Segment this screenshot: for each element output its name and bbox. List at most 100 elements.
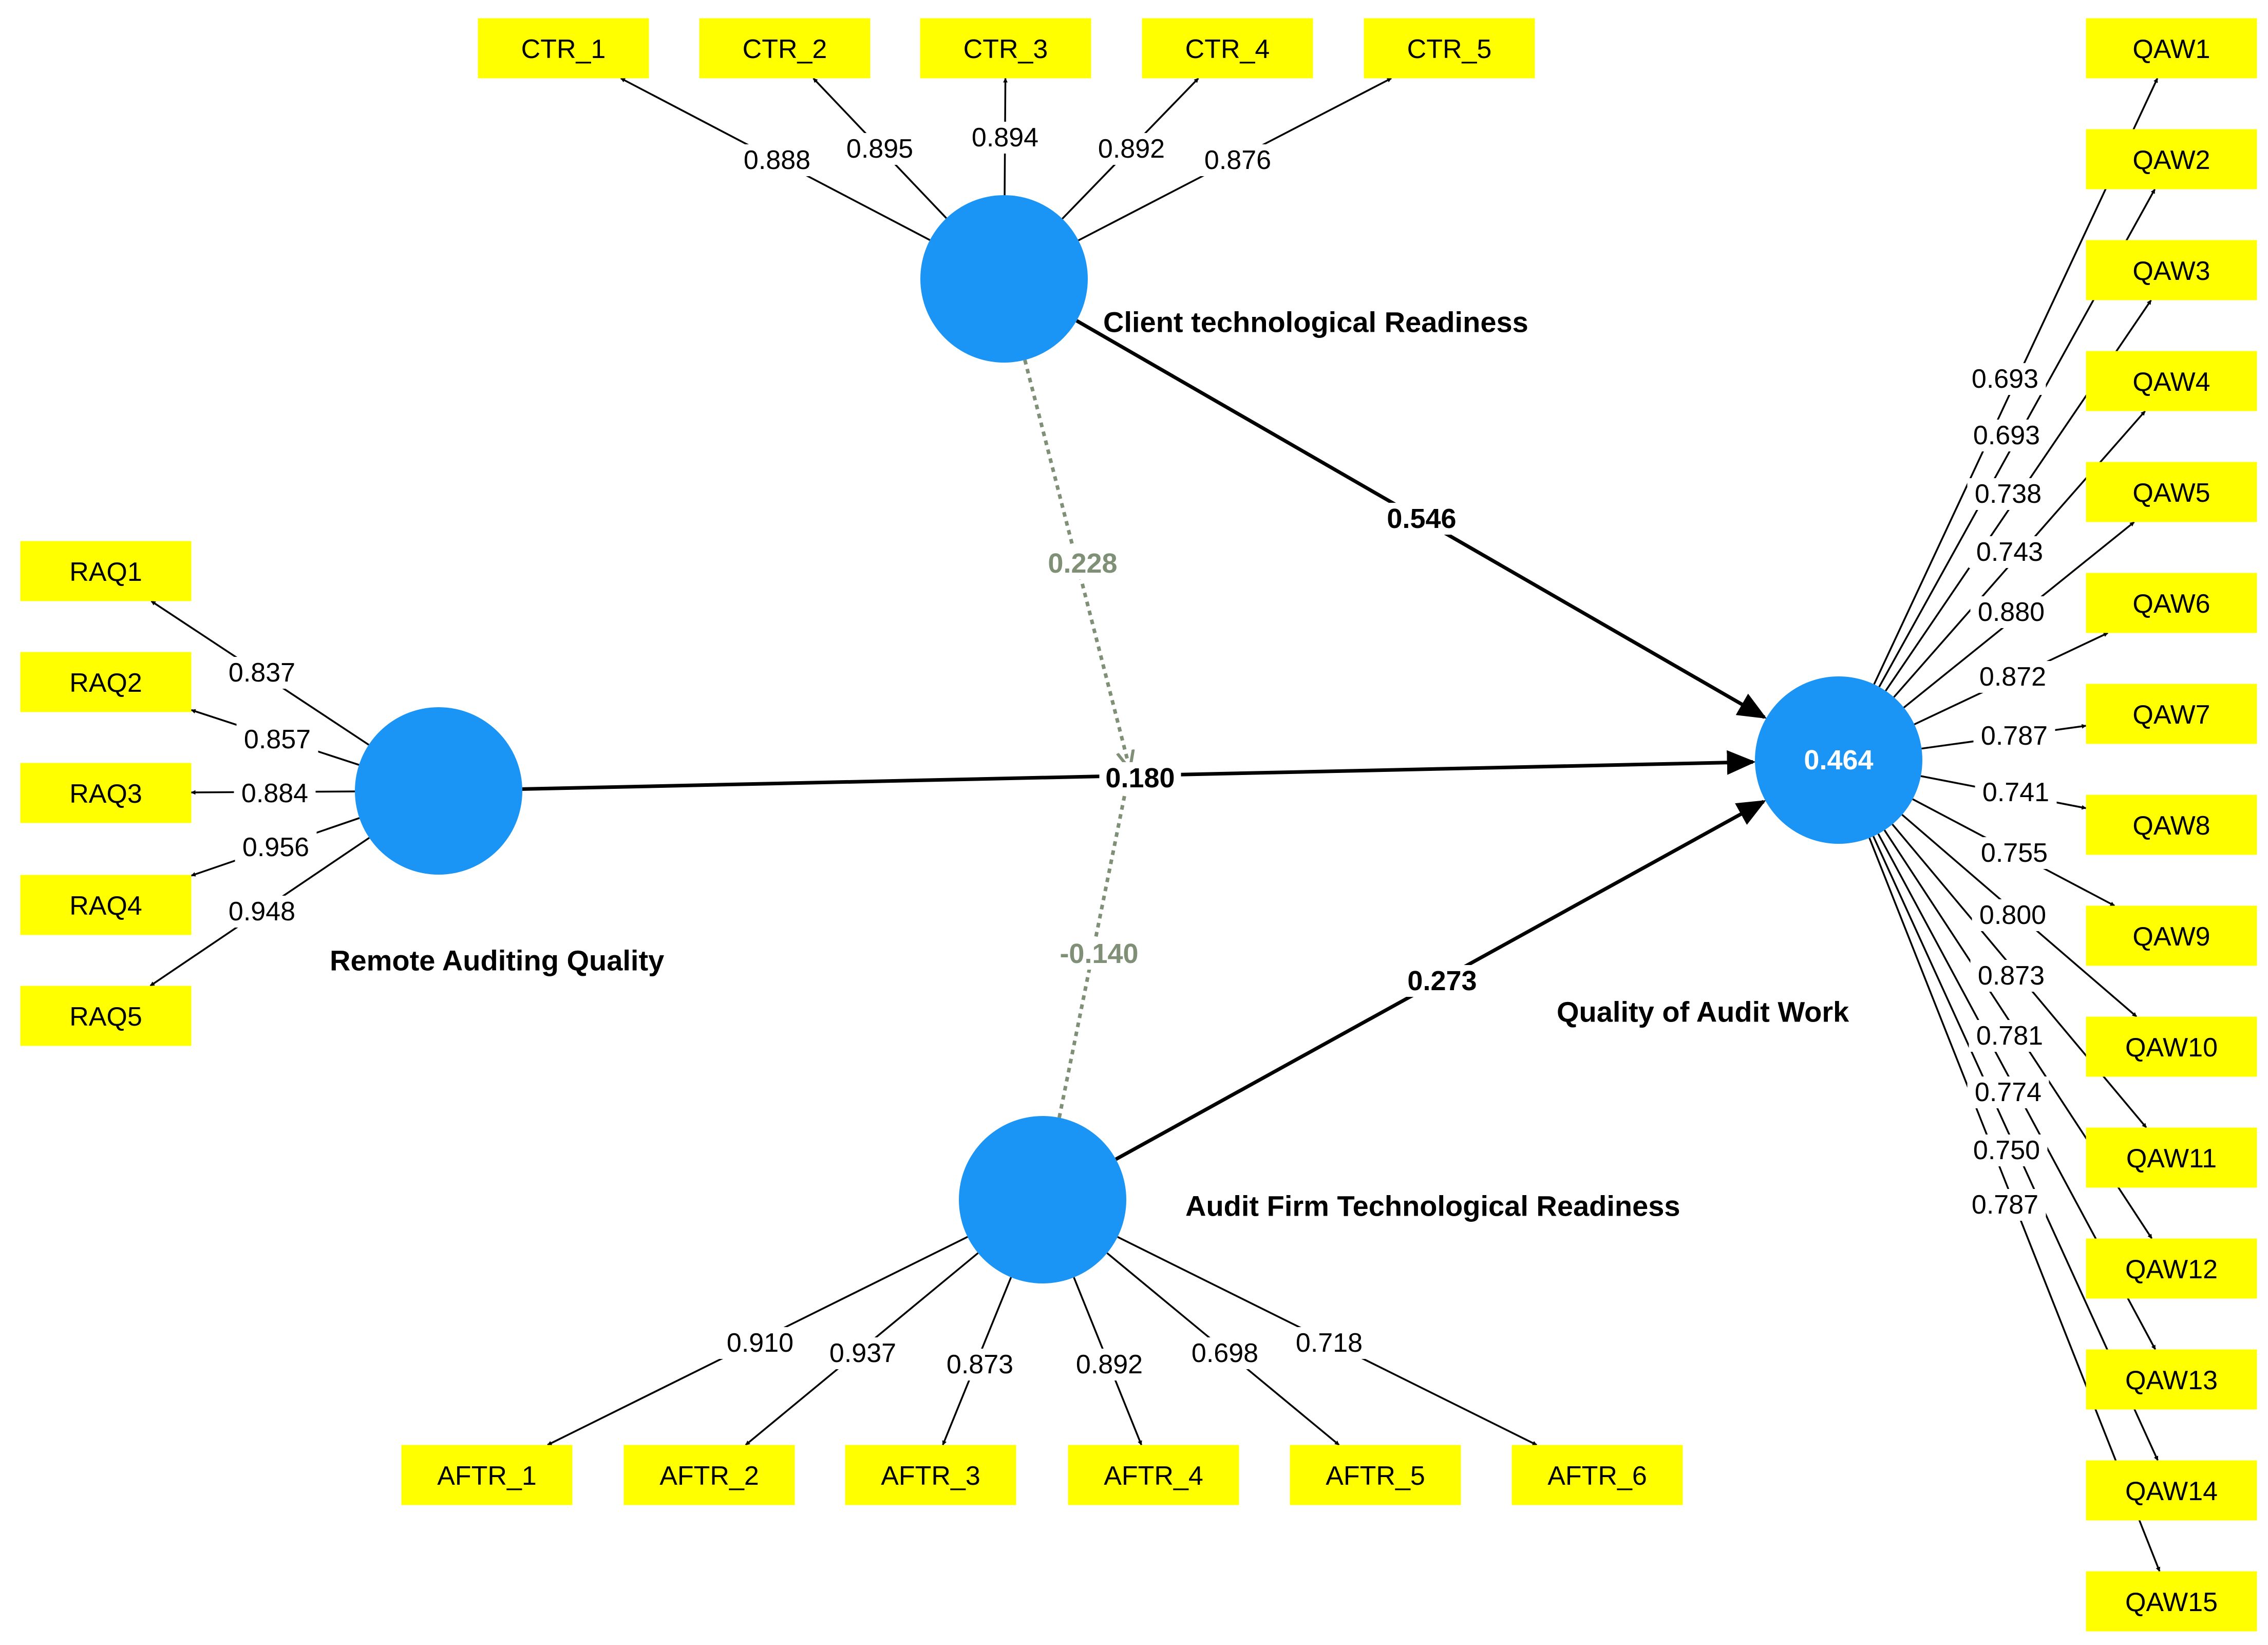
- indicator-label: AFTR_6: [1547, 1461, 1647, 1491]
- indicator-label: AFTR_4: [1104, 1461, 1203, 1491]
- loading-value: 0.718: [1288, 1327, 1370, 1359]
- indicator-label: QAW10: [2125, 1033, 2218, 1063]
- indicator-label: CTR_3: [963, 34, 1048, 64]
- loading-value-bg: [1965, 1135, 2048, 1166]
- indicator-box-aftr-3: [845, 1445, 1016, 1505]
- indicator-box-ctr-1: [478, 18, 649, 79]
- indicator-box-ctr-5: [1364, 18, 1535, 79]
- indicator-label: CTR_1: [521, 34, 606, 64]
- indicator-label: CTR_4: [1185, 34, 1270, 64]
- loading-value-bg: [1972, 899, 2054, 931]
- indicator-label: QAW1: [2132, 34, 2210, 64]
- path-coefficient: 0.180: [1099, 762, 1181, 794]
- loading-value-bg: [1973, 837, 2055, 869]
- loading-value-bg: [1969, 536, 2051, 568]
- indicator-box-qaw11: [2086, 1127, 2257, 1188]
- path-coefficient-bg: [1381, 503, 1463, 535]
- loading-value: 0.894: [964, 122, 1046, 154]
- loading-value: 0.781: [1969, 1020, 2051, 1052]
- indicator-label: QAW9: [2132, 922, 2210, 952]
- loading-value-bg: [1967, 1076, 2049, 1108]
- loading-value-text: 0.892: [1098, 134, 1165, 164]
- indicator-label: CTR_2: [743, 34, 827, 64]
- loading-value-bg: [1288, 1327, 1370, 1359]
- loading-value: 0.774: [1967, 1076, 2049, 1108]
- loading-value: 0.693: [1965, 420, 2048, 451]
- indicator-label: QAW13: [2125, 1366, 2218, 1395]
- loading-value-text: 0.894: [972, 123, 1038, 153]
- indicator-label: QAW6: [2132, 589, 2210, 619]
- indicator-box-aftr-2: [623, 1445, 795, 1505]
- path-coefficient-text: 0.180: [1105, 763, 1175, 793]
- indicator-label: AFTR_5: [1326, 1461, 1425, 1491]
- loading-value-text: 0.948: [229, 897, 295, 927]
- indicator-box-raq3: [20, 763, 192, 823]
- loading-value: 0.741: [1975, 777, 2057, 808]
- indicator-box-raq4: [20, 875, 192, 935]
- loading-value: 0.800: [1972, 899, 2054, 931]
- loading-value: 0.873: [939, 1349, 1021, 1381]
- loading-value-text: 0.892: [1076, 1350, 1143, 1379]
- indicator-box-ctr-3: [920, 18, 1091, 79]
- loading-value-text: 0.774: [1975, 1077, 2042, 1107]
- loading-value-text: 0.884: [241, 779, 308, 808]
- indicator-box-qaw7: [2086, 684, 2257, 744]
- loading-value-bg: [822, 1337, 904, 1369]
- moderator-coefficient: -0.140: [1051, 938, 1147, 970]
- loading-value: 0.880: [1970, 596, 2052, 628]
- indicator-box-qaw12: [2086, 1238, 2257, 1299]
- indicator-box-raq1: [20, 541, 192, 601]
- loading-value: 0.787: [1964, 1189, 2046, 1221]
- indicator-label: RAQ1: [69, 557, 142, 587]
- path-coefficient-bg: [1401, 965, 1483, 997]
- latent-node-ctr: [920, 195, 1088, 363]
- indicator-label: QAW5: [2132, 478, 2210, 508]
- loading-value-text: 0.800: [1979, 900, 2046, 930]
- indicator-label: QAW2: [2132, 145, 2210, 175]
- loading-value-text: 0.872: [1979, 662, 2046, 692]
- loading-value-text: 0.698: [1192, 1338, 1258, 1368]
- indicator-label: CTR_5: [1407, 34, 1492, 64]
- latent-node-raq: [355, 707, 522, 875]
- loading-value-bg: [221, 657, 303, 689]
- loading-value: 0.738: [1967, 478, 2049, 510]
- loading-value-bg: [1973, 720, 2055, 752]
- indicator-label: QAW11: [2126, 1144, 2217, 1174]
- loading-value: 0.872: [1972, 661, 2054, 693]
- indicator-box-qaw15: [2086, 1571, 2257, 1632]
- indicator-label: RAQ3: [69, 779, 142, 809]
- indicator-box-aftr-5: [1290, 1445, 1461, 1505]
- loading-value-bg: [736, 144, 818, 176]
- latent-node-aftr: [959, 1116, 1126, 1283]
- indicator-box-aftr-6: [1511, 1445, 1683, 1505]
- loading-value-bg: [1184, 1337, 1266, 1369]
- loading-value-text: 0.693: [1972, 364, 2038, 394]
- loading-value-bg: [1972, 661, 2054, 693]
- loading-value-bg: [1964, 363, 2046, 395]
- loading-value: 0.895: [839, 133, 921, 165]
- indicator-box-qaw2: [2086, 129, 2257, 190]
- loading-value-text: 0.741: [1982, 778, 2049, 807]
- path-coefficient: 0.546: [1381, 503, 1463, 535]
- path-coefficient-bg: [1099, 762, 1181, 794]
- loading-value: 0.743: [1969, 536, 2051, 568]
- indicator-box-qaw4: [2086, 351, 2257, 411]
- loading-value-bg: [1967, 478, 2049, 510]
- loading-value-bg: [1965, 420, 2048, 451]
- latent-label-raq: Remote Auditing Quality: [330, 944, 664, 977]
- loading-value: 0.873: [1970, 960, 2052, 992]
- loading-value-text: 0.876: [1204, 145, 1271, 175]
- loading-value-bg: [1964, 1189, 2046, 1221]
- indicator-box-qaw1: [2086, 18, 2257, 79]
- indicator-label: QAW15: [2125, 1587, 2218, 1617]
- loading-value-text: 0.857: [244, 725, 311, 754]
- loading-value-text: 0.888: [744, 145, 810, 175]
- loading-value: 0.750: [1965, 1135, 2048, 1166]
- loading-value: 0.948: [221, 896, 303, 928]
- indicator-label: QAW12: [2125, 1255, 2218, 1284]
- indicator-label: AFTR_3: [881, 1461, 980, 1491]
- loading-value-bg: [964, 122, 1046, 154]
- loading-value-text: 0.750: [1973, 1136, 2040, 1165]
